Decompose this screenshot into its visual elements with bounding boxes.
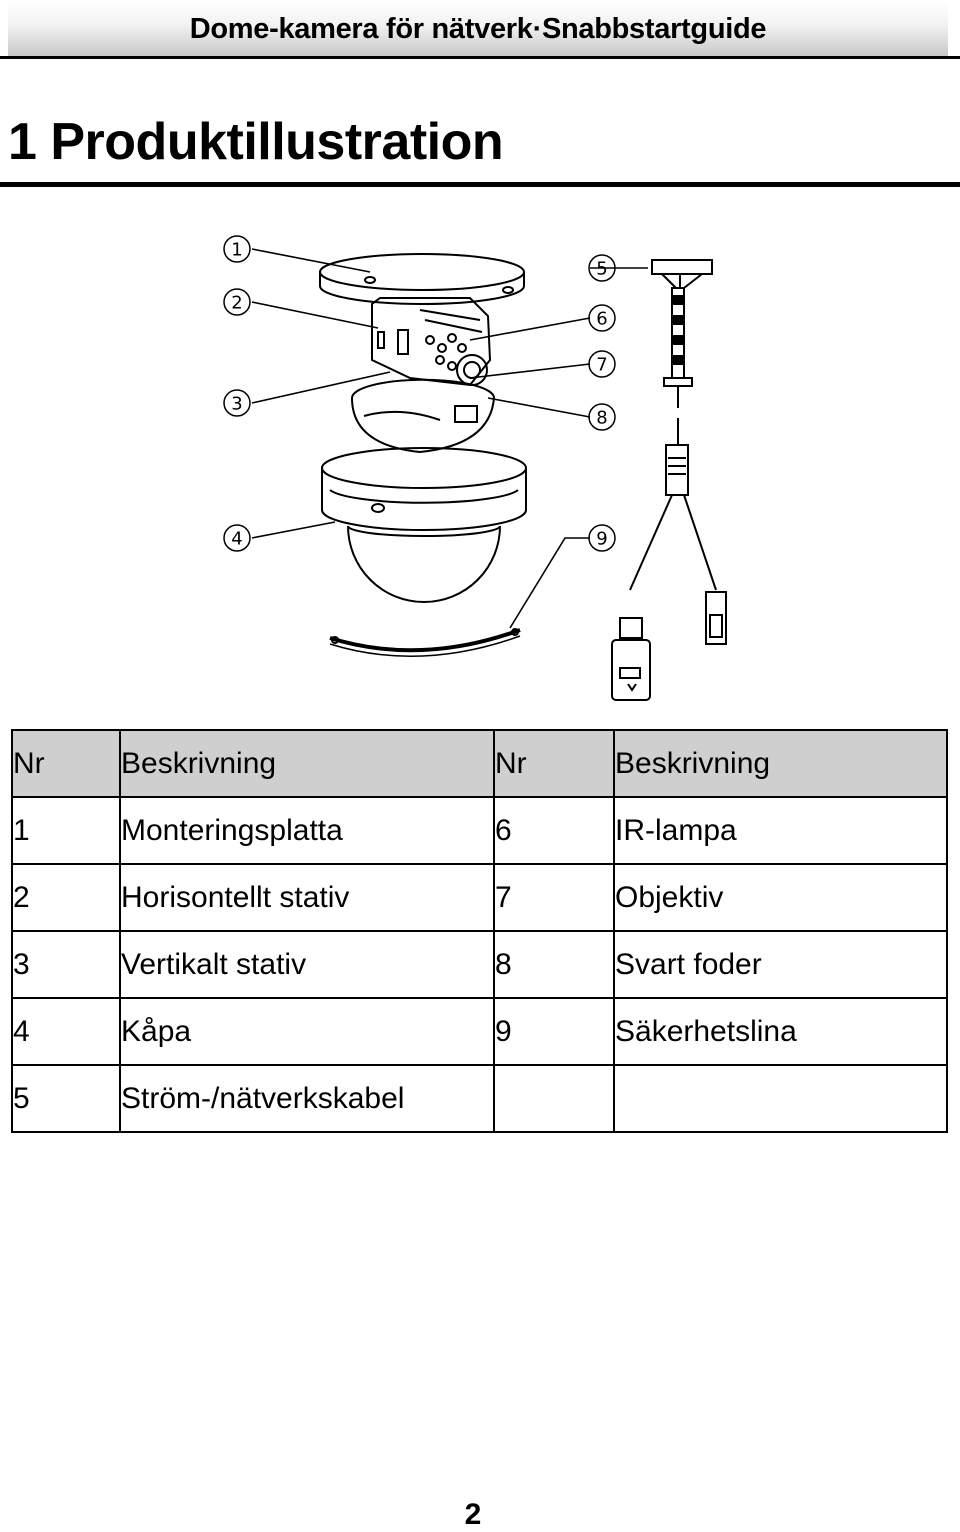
cell-nr: 9: [493, 997, 615, 1066]
cell-nr: 6: [493, 796, 615, 865]
running-header: Dome-kamera för nätverk·Snabbstartguide: [8, 0, 948, 56]
callout-7-label: 7: [596, 355, 607, 376]
callout-4-icon: [223, 524, 251, 552]
cell-nr: 3: [11, 930, 121, 999]
callout-4-label: 4: [231, 529, 242, 550]
cell-description: Kåpa: [119, 997, 495, 1066]
table-row: 5 Ström-/nätverkskabel: [11, 1064, 948, 1133]
table-header-row: Nr Beskrivning Nr Beskrivning: [11, 729, 948, 798]
callout-7-icon: [588, 350, 616, 378]
cell-nr: [493, 1064, 615, 1133]
cell-description: Objektiv: [613, 863, 948, 932]
cell-description: IR-lampa: [613, 796, 948, 865]
callout-9-icon: [588, 524, 616, 552]
callout-9-label: 9: [596, 529, 607, 550]
dome-cover-drawing: [321, 447, 527, 603]
product-illustration: 1 2 3 4 5 6 7 8 9: [0, 220, 960, 715]
callout-6-label: 6: [596, 309, 607, 330]
page-number: 2: [464, 1498, 482, 1531]
section-divider: [0, 182, 960, 187]
black-liner-drawing: [351, 378, 495, 454]
column-header-description: Beskrivning: [119, 729, 495, 798]
column-header-description: Beskrivning: [613, 729, 948, 798]
callout-1-label: 1: [231, 240, 242, 261]
safety-rope-drawing: [329, 628, 521, 657]
cell-nr: 7: [493, 863, 615, 932]
cell-nr: 5: [11, 1064, 121, 1133]
parts-table: Nr Beskrivning Nr Beskrivning 1 Monterin…: [11, 729, 948, 1133]
cell-nr: 2: [11, 863, 121, 932]
callout-5-label: 5: [596, 259, 607, 280]
table-row: 2 Horisontellt stativ 7 Objektiv: [11, 863, 948, 932]
table-row: 1 Monteringsplatta 6 IR-lampa: [11, 796, 948, 865]
cell-description: Monteringsplatta: [119, 796, 495, 865]
leader-lines: [251, 248, 648, 629]
callout-8-icon: [588, 403, 616, 431]
running-header-title: Dome-kamera för nätverk·Snabbstartguide: [189, 13, 767, 45]
cell-description: Svart foder: [613, 930, 948, 999]
cell-description: Säkerhetslina: [613, 997, 948, 1066]
callout-8-label: 8: [596, 408, 607, 429]
callout-5-icon: [588, 254, 616, 282]
header-divider: [0, 56, 960, 59]
cell-description: [613, 1064, 948, 1133]
callout-3-icon: [223, 389, 251, 417]
callout-2-icon: [223, 288, 251, 316]
cable-drawing: [611, 259, 727, 701]
mounting-plate-drawing: [319, 253, 525, 305]
cell-nr: 4: [11, 997, 121, 1066]
table-row: 4 Kåpa 9 Säkerhetslina: [11, 997, 948, 1066]
cell-nr: 1: [11, 796, 121, 865]
column-header-nr: Nr: [493, 729, 615, 798]
callout-3-label: 3: [231, 394, 242, 415]
callout-1-icon: [223, 235, 251, 263]
column-header-nr: Nr: [11, 729, 121, 798]
stand-drawing: [371, 297, 492, 387]
callout-6-icon: [588, 304, 616, 332]
section-title: 1 Produktillustration: [8, 113, 504, 171]
cell-description: Horisontellt stativ: [119, 863, 495, 932]
cell-description: Vertikalt stativ: [119, 930, 495, 999]
cell-description: Ström-/nätverkskabel: [119, 1064, 495, 1133]
callout-2-label: 2: [231, 293, 242, 314]
cell-nr: 8: [493, 930, 615, 999]
table-row: 3 Vertikalt stativ 8 Svart foder: [11, 930, 948, 999]
callout-markers: [223, 235, 616, 552]
